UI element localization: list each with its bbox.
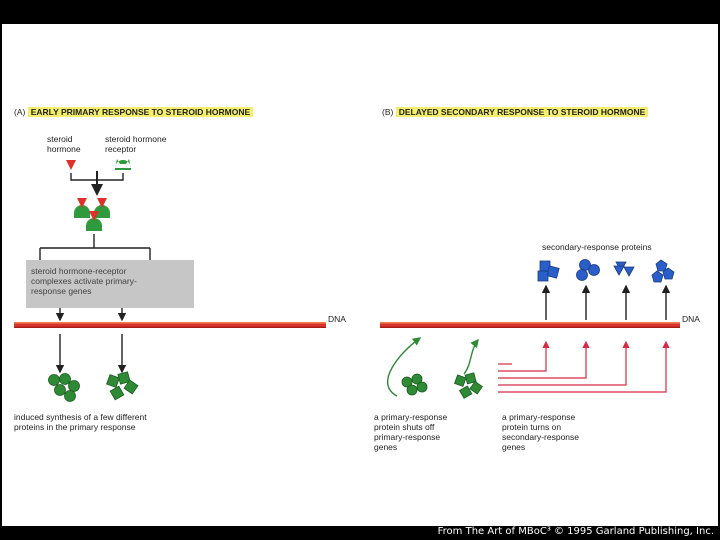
figure-panel: (A) EARLY PRIMARY RESPONSE TO STEROID HO… <box>2 24 718 526</box>
receptor-complex-icon <box>74 198 110 231</box>
free-receptor-icon <box>115 159 131 170</box>
complex-box-label: steroid hormone-receptor complexes activ… <box>31 266 137 296</box>
binding-arrow <box>70 171 124 196</box>
dna-strand-a <box>14 322 326 328</box>
secondary-proteins-label: secondary-response proteins <box>542 242 652 252</box>
secondary-activation-lines <box>498 340 670 393</box>
free-hormone-icon <box>66 160 76 170</box>
panel-a-header: (A) EARLY PRIMARY RESPONSE TO STEROID HO… <box>14 106 254 118</box>
synthesis-label: induced synthesis of a few different pro… <box>14 412 147 432</box>
primary-proteins-icon <box>48 371 139 402</box>
primary-synthesis-arrows <box>55 334 127 374</box>
complex-box <box>26 260 194 308</box>
panel-a-title: EARLY PRIMARY RESPONSE TO STEROID HORMON… <box>27 107 254 117</box>
secondary-proteins-icon <box>537 259 675 283</box>
figure-drawing <box>14 159 680 402</box>
dna-label-a: DNA <box>328 314 346 324</box>
panel-b-title: DELAYED SECONDARY RESPONSE TO STEROID HO… <box>395 107 649 117</box>
panel-b-letter: (B) <box>382 107 394 117</box>
dna-label-b: DNA <box>682 314 700 324</box>
receptor-label: steroid hormone receptor <box>105 134 167 154</box>
panel-b-header: (B) DELAYED SECONDARY RESPONSE TO STEROI… <box>382 106 649 118</box>
copyright-caption: From The Art of MBoC³ © 1995 Garland Pub… <box>437 526 714 537</box>
primary-proteins-b-icon <box>401 372 483 399</box>
turnon-label: a primary-response protein turns on seco… <box>502 412 580 452</box>
hormone-label: steroid hormone <box>47 134 81 154</box>
dna-strand-b <box>380 322 680 328</box>
secondary-synthesis-arrows <box>541 284 671 320</box>
feedback-arrows <box>386 337 479 397</box>
panel-a-letter: (A) <box>14 107 26 117</box>
shutoff-label: a primary-response protein shuts off pri… <box>374 412 448 452</box>
